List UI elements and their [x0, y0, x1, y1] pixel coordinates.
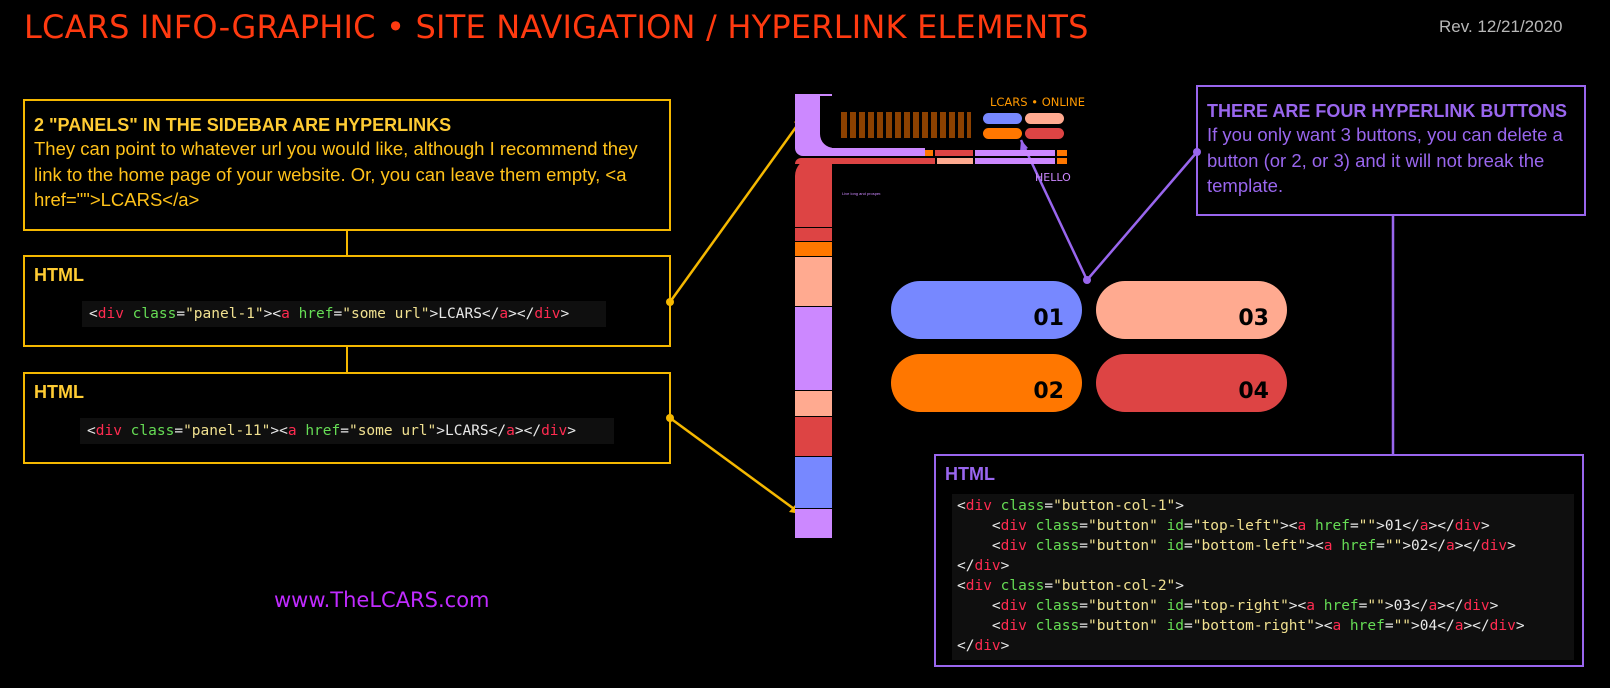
- dot-buttons: [1083, 276, 1091, 284]
- code-line: <div class="button" id="top-left"><a hre…: [957, 518, 1490, 534]
- revision-date: Rev. 12/21/2020: [1439, 17, 1563, 36]
- site-url-link[interactable]: www.TheLCARS.com: [274, 588, 490, 612]
- mockup-panel-3: [795, 182, 832, 228]
- code-line: <div class="button" id="bottom-left"><a …: [957, 538, 1516, 554]
- html-box-3: HTML <div class="button-col-1"> <div cla…: [934, 454, 1584, 667]
- mockup-lower-bar-seg-2: [975, 158, 1055, 164]
- mockup-panel-11[interactable]: [795, 509, 832, 539]
- purple-line-to-note: [1086, 151, 1198, 281]
- code-line: <div class="button" id="bottom-right"><a…: [957, 618, 1525, 634]
- button-bottom-right-label: 04: [1238, 379, 1269, 404]
- code-panel-1: <div class="panel-1"><a href="some url">…: [82, 301, 606, 327]
- code-panel-11: <div class="panel-11"><a href="some url"…: [80, 418, 614, 444]
- mockup-hello: HELLO: [1035, 171, 1071, 184]
- mockup-top-bar-seg-2: [935, 150, 973, 156]
- code-line: <div class="button-col-1">: [957, 498, 1185, 514]
- html-box-1-label: HTML: [34, 265, 84, 285]
- mockup-panel-5: [795, 242, 832, 257]
- mockup-title: LCARS • ONLINE: [990, 95, 1086, 109]
- mockup-lower-bar-seg-3: [1057, 158, 1067, 164]
- button-top-left[interactable]: 01: [891, 281, 1082, 339]
- mockup-lower-bar-seg-1: [937, 158, 973, 164]
- sidebar-note-box: 2 "PANELS" IN THE SIDEBAR ARE HYPERLINKS…: [23, 99, 671, 231]
- html-box-2-label: HTML: [34, 382, 84, 402]
- html-box-2: HTML <div class="panel-11"><a href="some…: [23, 372, 671, 464]
- mockup-panel-7: [795, 307, 832, 391]
- button-bottom-left-label: 02: [1033, 379, 1064, 404]
- arrow-to-panel-1: [668, 115, 806, 303]
- buttons-note-box: THERE ARE FOUR HYPERLINK BUTTONS If you …: [1196, 85, 1586, 216]
- mockup-mini-button-01: [983, 113, 1022, 124]
- mockup-data-readout: [841, 112, 971, 138]
- mockup-top-bar: [795, 148, 925, 156]
- sidebar-note-body: They can point to whatever url you would…: [34, 138, 638, 211]
- button-bottom-right[interactable]: 04: [1096, 354, 1287, 412]
- code-line: </div>: [957, 638, 1010, 654]
- mockup-mini-button-03: [1025, 113, 1064, 124]
- mockup-top-bar-seg-3: [975, 150, 1055, 156]
- mockup-lower-bar: [795, 158, 935, 164]
- mockup-tagline: Live long and prosper.: [842, 191, 882, 196]
- mockup-top-bar-seg-1: [925, 150, 933, 156]
- code-line: </div>: [957, 558, 1010, 574]
- html-box-1: HTML <div class="panel-1"><a href="some …: [23, 255, 671, 347]
- mockup-mini-button-04: [1025, 128, 1064, 139]
- mockup-panel-8: [795, 391, 832, 417]
- page-title: LCARS INFO-GRAPHIC • SITE NAVIGATION / H…: [24, 8, 1089, 46]
- sidebar-note-heading: 2 "PANELS" IN THE SIDEBAR ARE HYPERLINKS: [34, 115, 452, 135]
- mockup-panel-10: [795, 457, 832, 509]
- mockup-panel-4: [795, 228, 832, 242]
- mockup-panel-9: [795, 417, 832, 457]
- mockup-top-bar-seg-4: [1057, 150, 1067, 156]
- code-line: <div class="button" id="top-right"><a hr…: [957, 598, 1499, 614]
- button-top-right[interactable]: 03: [1096, 281, 1287, 339]
- code-line: <div class="button-col-2">: [957, 578, 1185, 594]
- button-top-right-label: 03: [1238, 306, 1269, 331]
- mockup-mini-button-02: [983, 128, 1022, 139]
- arrowhead-mini-buttons: [1020, 140, 1028, 152]
- code-buttons: <div class="button-col-1"> <div class="b…: [952, 494, 1574, 660]
- arrow-to-panel-11: [669, 416, 802, 516]
- mockup-lower-elbow: [795, 158, 832, 182]
- button-bottom-left[interactable]: 02: [891, 354, 1082, 412]
- buttons-note-body: If you only want 3 buttons, you can dele…: [1207, 124, 1563, 197]
- buttons-note-heading: THERE ARE FOUR HYPERLINK BUTTONS: [1207, 101, 1568, 121]
- html-box-3-label: HTML: [945, 464, 995, 484]
- button-top-left-label: 01: [1033, 306, 1064, 331]
- mockup-panel-6: [795, 257, 832, 307]
